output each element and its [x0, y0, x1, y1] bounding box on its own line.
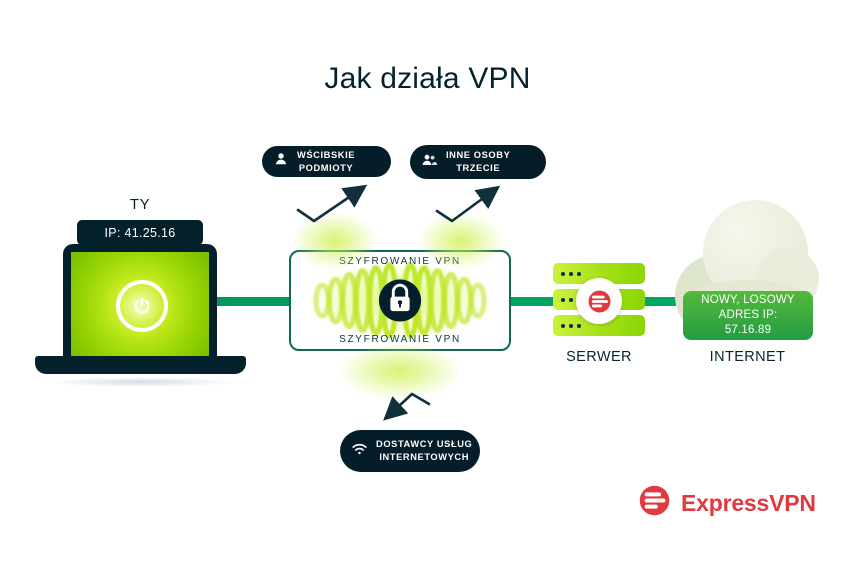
- new-ip-line: 57.16.89: [724, 324, 772, 337]
- badge-line: WŚCIBSKIE: [297, 149, 356, 160]
- you-label: TY: [129, 196, 151, 213]
- power-icon: [116, 280, 168, 332]
- expressvpn-server-logo: [576, 278, 622, 324]
- server-rack-bar: [553, 315, 645, 336]
- badge-snooping-parties: WŚCIBSKIE PODMIOTY: [262, 146, 391, 177]
- new-ip-line: ADRES IP:: [718, 308, 778, 321]
- new-ip-badge: NOWY, LOSOWY ADRES IP: 57.16.89: [683, 291, 813, 340]
- laptop-screen-glow: [71, 252, 209, 356]
- badge-line: INNE OSOBY: [446, 150, 511, 161]
- tunnel-rings: [308, 261, 492, 339]
- brand-lockup: ExpressVPN: [637, 483, 816, 523]
- lock-icon: [378, 279, 422, 322]
- server-rack-bar: [553, 263, 645, 284]
- brand-name: ExpressVPN: [681, 489, 816, 516]
- badge-line: DOSTAWCY USŁUG: [376, 439, 473, 450]
- badge-line: TRZECIE: [456, 163, 501, 173]
- laptop-base: [35, 356, 246, 374]
- expressvpn-logo-icon: [637, 483, 672, 523]
- badge-internet-providers: DOSTAWCY USŁUG INTERNETOWYCH: [340, 430, 480, 472]
- page-title: Jak działa VPN: [324, 62, 531, 95]
- badge-other-third-parties: INNE OSOBY TRZECIE: [410, 145, 546, 179]
- your-ip-badge: IP: 41.25.16: [77, 220, 203, 245]
- new-ip-line: NOWY, LOSOWY: [701, 293, 795, 306]
- vpn-tunnel: SZYFROWANIE VPN SZYFROWANIE VPN: [289, 250, 511, 351]
- person-icon: [273, 151, 289, 172]
- badge-line: INTERNETOWYCH: [379, 452, 470, 462]
- arrow-third-parties: [435, 185, 501, 223]
- encryption-label-bottom: SZYFROWANIE VPN: [339, 334, 461, 345]
- arrow-isp: [383, 392, 431, 421]
- encryption-label-top: SZYFROWANIE VPN: [339, 256, 461, 267]
- laptop-shadow: [45, 377, 237, 387]
- people-icon: [421, 152, 438, 173]
- wifi-icon: [351, 441, 368, 461]
- internet-label: INTERNET: [709, 349, 786, 365]
- badge-line: PODMIOTY: [298, 162, 354, 173]
- arrow-snoopers: [296, 184, 368, 223]
- laptop: [63, 244, 217, 356]
- server-label: SERWER: [566, 349, 632, 365]
